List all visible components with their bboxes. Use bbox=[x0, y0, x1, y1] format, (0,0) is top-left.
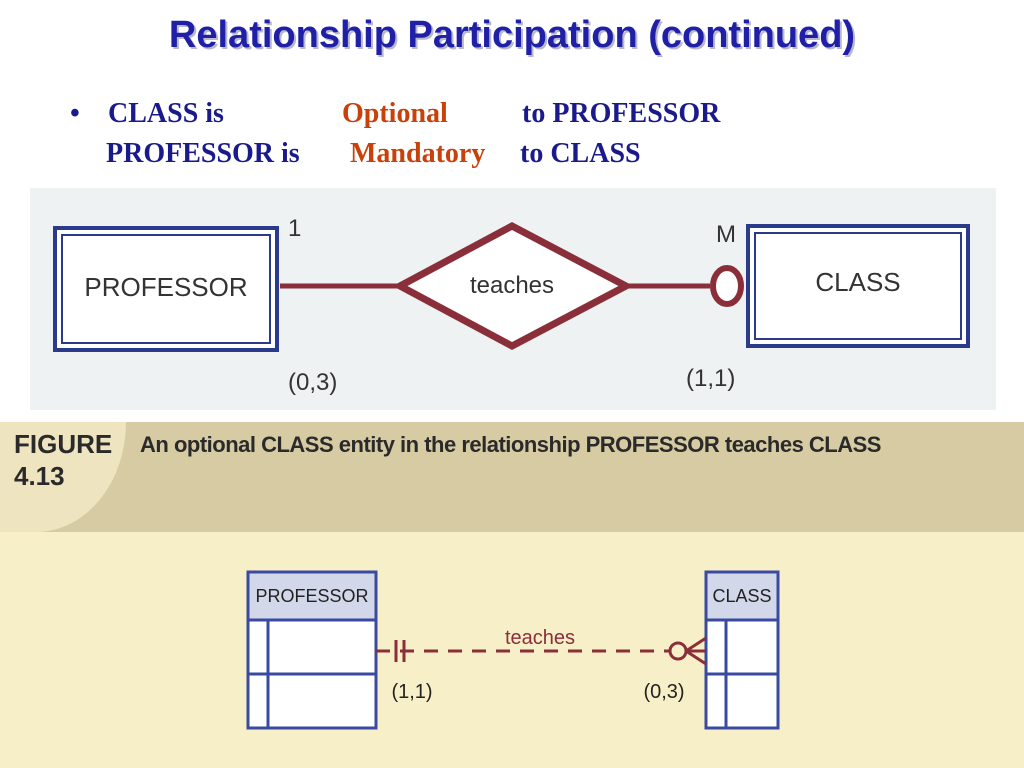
class-table-title: CLASS bbox=[712, 586, 771, 606]
crows-foot-diagram: PROFESSOR CLASS teaches (1,1) (0,3) bbox=[246, 570, 780, 730]
optional-circle-icon bbox=[710, 265, 744, 307]
bullet-2-object: to CLASS bbox=[520, 138, 641, 169]
crows-foot-relationship-label: teaches bbox=[505, 627, 575, 649]
chen-er-diagram: PROFESSOR teaches CLASS 1 M (0,3) (1,1) bbox=[30, 188, 996, 410]
bullet-1-object: to PROFESSOR bbox=[522, 98, 721, 129]
professor-entity-inner bbox=[61, 234, 271, 344]
participation-left: (0,3) bbox=[288, 369, 337, 396]
bullet-2-subject: PROFESSOR is bbox=[106, 138, 300, 169]
optional-circle-icon bbox=[668, 641, 688, 661]
figure-caption: An optional CLASS entity in the relation… bbox=[140, 432, 881, 457]
professor-entity-label: PROFESSOR bbox=[84, 272, 247, 302]
class-table-header bbox=[704, 570, 780, 622]
crows-foot-upper-icon bbox=[685, 636, 707, 653]
class-entity-label: CLASS bbox=[815, 267, 900, 297]
class-entity-inner bbox=[754, 232, 962, 340]
figure-label-number: 4.13 bbox=[14, 461, 65, 491]
figure-panel: FIGURE 4.13 An optional CLASS entity in … bbox=[0, 422, 1024, 768]
participation-right: (1,1) bbox=[686, 365, 735, 392]
professor-table-header bbox=[246, 570, 378, 622]
slide-title: Relationship Participation (continued) bbox=[168, 14, 856, 56]
bullet-marker: • bbox=[70, 98, 80, 129]
figure-number: FIGURE 4.13 bbox=[14, 428, 112, 492]
crows-foot-participation-left: (1,1) bbox=[391, 681, 432, 703]
professor-table-title: PROFESSOR bbox=[255, 586, 368, 606]
relationship-label: teaches bbox=[470, 272, 554, 299]
cardinality-left: 1 bbox=[288, 215, 301, 242]
chen-er-svg: PROFESSOR teaches CLASS 1 M (0,3) (1,1) bbox=[53, 215, 970, 396]
crows-foot-participation-right: (0,3) bbox=[643, 681, 684, 703]
cardinality-right: M bbox=[716, 221, 736, 248]
bullet-1-subject: CLASS is bbox=[108, 98, 224, 129]
bullet-2-keyword: Mandatory bbox=[350, 138, 486, 169]
figure-header: FIGURE 4.13 An optional CLASS entity in … bbox=[0, 422, 1024, 532]
crows-foot-lower-icon bbox=[685, 649, 707, 666]
figure-label-word: FIGURE bbox=[14, 429, 113, 459]
teaches-relationship-diamond bbox=[392, 222, 634, 350]
bullet-1-keyword: Optional bbox=[342, 98, 448, 129]
